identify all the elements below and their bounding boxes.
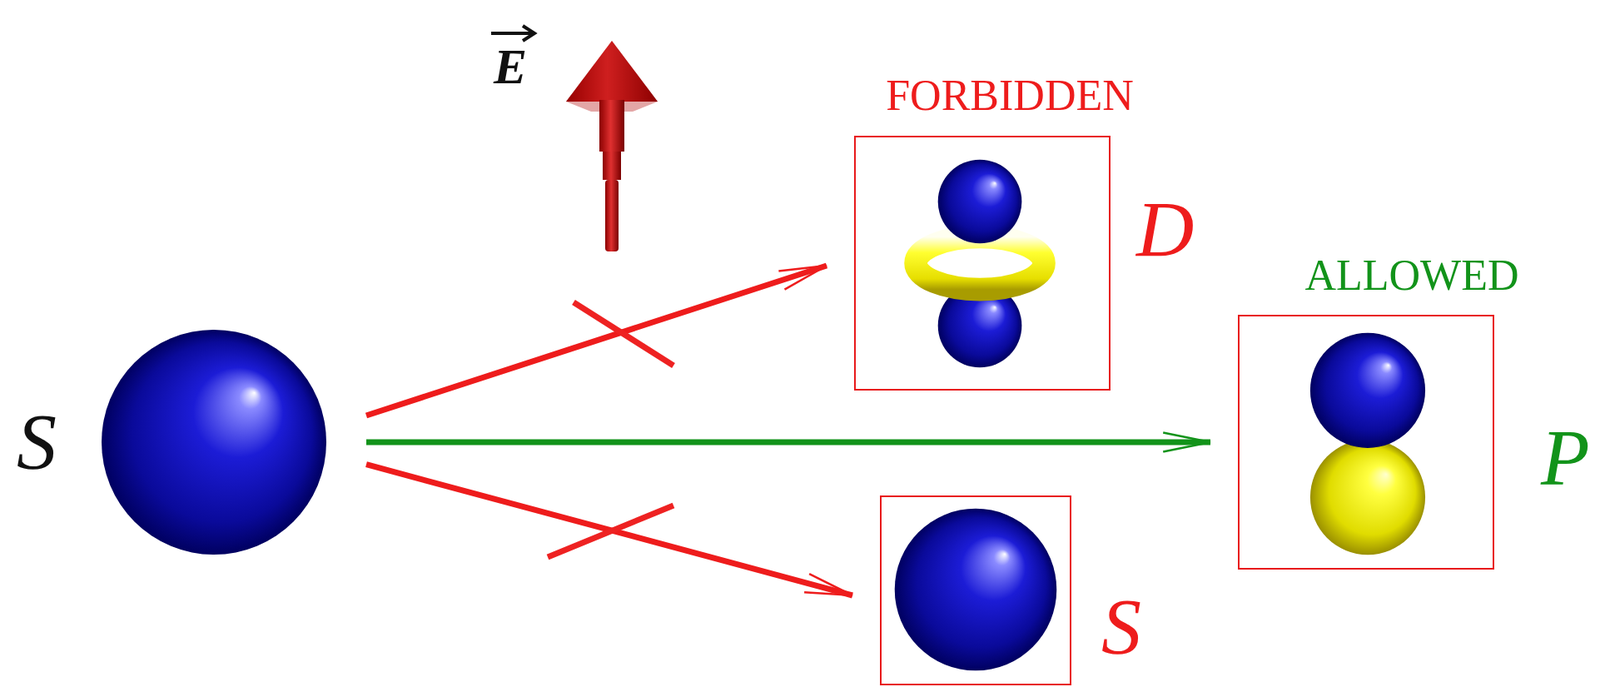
vector-arrow-symbol (491, 25, 535, 41)
status-heading: FORBIDDEN (885, 74, 1134, 118)
field-label: E (493, 41, 527, 92)
orbital-picture (881, 496, 1070, 684)
arrowhead (1162, 432, 1211, 443)
p-orbital-lobe (1310, 332, 1426, 448)
state-letter: P (1540, 417, 1591, 498)
s-orbital (894, 508, 1058, 671)
allowed-box: ALLOWEDP (1237, 314, 1495, 570)
orbital-picture (855, 137, 1109, 389)
forbidden-transition (366, 464, 853, 596)
arrowhead (785, 265, 828, 290)
d-orbital-torus (915, 236, 1044, 289)
initial-state: S (101, 329, 327, 555)
orbital-picture (101, 329, 327, 555)
allowed-transition (366, 439, 1211, 446)
forbidden-box: FORBIDDEND (854, 135, 1111, 391)
arrowhead (804, 591, 853, 596)
arrowhead (1162, 442, 1211, 453)
status-heading: ALLOWED (1304, 253, 1519, 298)
field-arrow (566, 40, 658, 252)
forbidden-cross (547, 302, 674, 557)
state-letter: S (16, 402, 57, 482)
state-letter: D (1136, 189, 1194, 270)
d-orbital-lobe (938, 159, 1023, 244)
forbidden-transition (366, 265, 827, 416)
s-box: S (879, 495, 1072, 686)
s-orbital (101, 329, 327, 555)
state-letter: S (1101, 586, 1142, 667)
p-orbital-lobe (1310, 439, 1426, 555)
orbital-picture (1239, 316, 1493, 568)
